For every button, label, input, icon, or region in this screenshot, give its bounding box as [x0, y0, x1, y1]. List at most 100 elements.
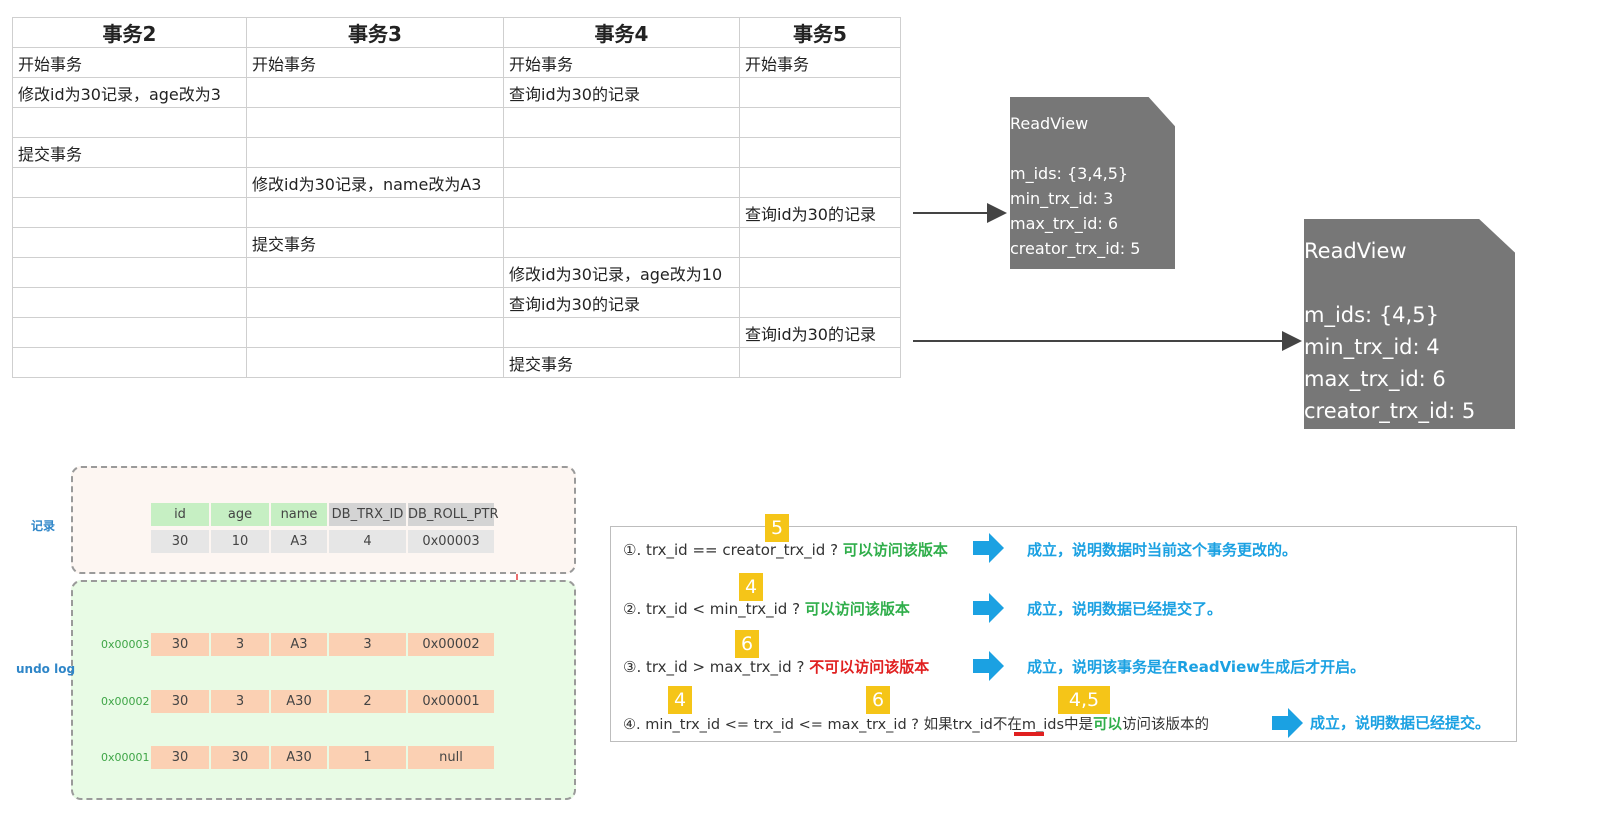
- table-cell: [503, 227, 740, 258]
- table-cell: [246, 317, 504, 348]
- undo-log-value: 3: [211, 690, 269, 713]
- readview-max-trx-id: max_trx_id: 6: [1010, 214, 1119, 233]
- rule-3-arrow-icon: [973, 651, 1004, 681]
- badge-creator-trx-id: 5: [765, 514, 789, 542]
- not-in-underline: [1014, 732, 1044, 736]
- undo-log-value: 30: [211, 746, 269, 769]
- record-column-header: id: [151, 503, 209, 526]
- rule-1-text: ①. trx_id == creator_trx_id ? 可以访问该版本: [623, 539, 948, 560]
- badge-min-trx-id: 4: [668, 686, 692, 714]
- readview-spacer: [1304, 267, 1515, 299]
- readview-creator-trx-id: creator_trx_id: 5: [1304, 399, 1476, 423]
- rule-3-result: 成立，说明该事务是在ReadView生成后才开启。: [1027, 658, 1366, 676]
- rule-4-tail: 访问该版本的: [1122, 717, 1210, 733]
- rule-2-text: ②. trx_id < min_trx_id ? 可以访问该版本: [623, 598, 910, 619]
- badge-max-trx-id: 6: [866, 686, 890, 714]
- rule-4-text: ④. min_trx_id <= trx_id <= max_trx_id ? …: [623, 713, 1209, 734]
- undo-log-value: 30: [151, 690, 209, 713]
- table-cell: 开始事务: [246, 47, 504, 78]
- table-cell: 查询id为30的记录: [739, 317, 901, 348]
- table-row: 开始事务开始事务开始事务开始事务: [12, 47, 901, 78]
- undo-log-value: A30: [271, 746, 327, 769]
- record-value: 0x00003: [408, 530, 494, 553]
- table-cell: [739, 347, 901, 378]
- rule-1-access: 可以访问该版本: [842, 541, 948, 559]
- table-cell: [12, 347, 247, 378]
- rule-3-text: ③. trx_id > max_trx_id ? 不可以访问该版本: [623, 656, 929, 677]
- readview-title: ReadView: [1010, 114, 1089, 133]
- table-cell: 查询id为30的记录: [503, 77, 740, 108]
- rule-3-condition: ③. trx_id > max_trx_id ?: [623, 658, 805, 676]
- table-cell: [739, 257, 901, 288]
- rule-4-m-ids: m_ids中是: [1021, 717, 1094, 733]
- undo-log-value: 30: [151, 633, 209, 656]
- table-header: 事务4: [503, 17, 740, 48]
- table-row: 修改id为30记录，name改为A3: [12, 167, 901, 198]
- table-cell: 提交事务: [246, 227, 504, 258]
- rule-4-not-in: 不在: [992, 717, 1022, 733]
- table-cell: [12, 287, 247, 318]
- readview-max-trx-id: max_trx_id: 6: [1304, 367, 1446, 391]
- readview-spacer: [1010, 136, 1175, 161]
- undo-log-value: 3: [329, 633, 406, 656]
- rule-3-access: 不可以访问该版本: [809, 658, 930, 676]
- undo-log-value: 3: [211, 633, 269, 656]
- rule-1-condition: ①. trx_id == creator_trx_id ?: [623, 541, 839, 559]
- table-header: 事务3: [246, 17, 504, 48]
- rule-4-condition: ④. min_trx_id <= trx_id <= max_trx_id ? …: [623, 717, 993, 733]
- table-cell: 查询id为30的记录: [739, 197, 901, 228]
- undo-log-label: undo log: [16, 662, 76, 676]
- rule-2-arrow-icon: [973, 593, 1004, 623]
- table-row: 修改id为30记录，age改为10: [12, 257, 901, 288]
- transaction-table: 事务2 事务3 事务4 事务5 开始事务开始事务开始事务开始事务修改id为30记…: [12, 17, 901, 378]
- undo-log-value: 0x00001: [408, 690, 494, 713]
- record-value: 10: [211, 530, 269, 553]
- table-header: 事务2: [12, 17, 247, 48]
- table-cell: 修改id为30记录，name改为A3: [246, 167, 504, 198]
- undo-log-address: 0x00001: [101, 751, 150, 764]
- readview-card-2: ReadView m_ids: {4,5} min_trx_id: 4 max_…: [1304, 219, 1515, 429]
- rule-2-result: 成立，说明数据已经提交了。: [1027, 600, 1223, 618]
- undo-log-value: A30: [271, 690, 327, 713]
- table-cell: [739, 137, 901, 168]
- readview-min-trx-id: min_trx_id: 4: [1304, 335, 1440, 359]
- undo-log-value: 2: [329, 690, 406, 713]
- badge-m-ids: 4,5: [1058, 686, 1110, 714]
- undo-log-address: 0x00002: [101, 695, 150, 708]
- rule-2-access: 可以访问该版本: [804, 600, 910, 618]
- readview-m-ids: m_ids: {4,5}: [1304, 303, 1439, 327]
- undo-log-value: A3: [271, 633, 327, 656]
- undo-log-value: 30: [151, 746, 209, 769]
- table-row: 查询id为30的记录: [12, 287, 901, 318]
- readview-creator-trx-id: creator_trx_id: 5: [1010, 239, 1141, 258]
- table-row: 提交事务: [12, 347, 901, 378]
- table-cell: 开始事务: [503, 47, 740, 78]
- badge-max-trx-id: 6: [735, 630, 759, 658]
- table-cell: [739, 77, 901, 108]
- table-cell: [246, 347, 504, 378]
- visibility-rules-box: [610, 526, 1517, 742]
- record-value: 4: [329, 530, 406, 553]
- readview-title: ReadView: [1304, 239, 1407, 263]
- rule-2-condition: ②. trx_id < min_trx_id ?: [623, 600, 801, 618]
- readview-m-ids: m_ids: {3,4,5}: [1010, 164, 1129, 183]
- rule-4-arrow-icon: [1272, 708, 1303, 738]
- rule-1-arrow-icon: [973, 533, 1004, 563]
- table-cell: [12, 197, 247, 228]
- table-cell: 修改id为30记录，age改为3: [12, 77, 247, 108]
- readview-card-1: ReadView m_ids: {3,4,5} min_trx_id: 3 ma…: [1010, 97, 1175, 269]
- undo-log-value: 0x00002: [408, 633, 494, 656]
- table-cell: [246, 257, 504, 288]
- table-cell: [12, 227, 247, 258]
- record-value: 30: [151, 530, 209, 553]
- rule-4-access: 可以: [1093, 717, 1123, 733]
- rule-1-result: 成立，说明数据时当前这个事务更改的。: [1027, 541, 1298, 559]
- badge-min-trx-id: 4: [739, 573, 763, 601]
- readview-min-trx-id: min_trx_id: 3: [1010, 189, 1114, 208]
- table-row: 提交事务: [12, 227, 901, 258]
- record-column-header: DB_ROLL_PTR: [408, 503, 499, 526]
- table-row: 提交事务: [12, 137, 901, 168]
- undo-log-value: 1: [329, 746, 406, 769]
- table-cell: [12, 317, 247, 348]
- table-cell: [503, 137, 740, 168]
